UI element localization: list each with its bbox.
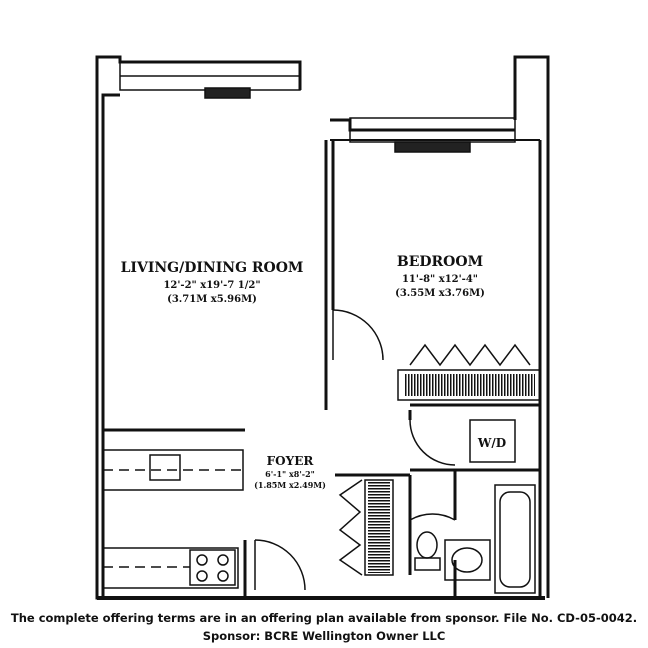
foyer-imperial: 6'-1" x8'-2" <box>265 469 315 479</box>
foyer-metric: (1.85M x2.49M) <box>254 480 326 490</box>
living-window <box>119 61 301 99</box>
wd-label: W/D <box>477 436 506 450</box>
interior-walls <box>103 139 540 598</box>
living-room-name: LIVING/DINING ROOM <box>121 260 304 276</box>
bathroom-fixtures <box>414 484 536 594</box>
offering-terms-text: The complete offering terms are in an of… <box>10 611 638 625</box>
foyer-closet <box>338 479 394 576</box>
living-room-imperial: 12'-2" x19'-7 1/2" <box>163 280 260 291</box>
bedroom-window <box>349 117 516 153</box>
exterior-walls <box>95 55 550 600</box>
doors <box>254 309 456 591</box>
room-labels: LIVING/DINING ROOM 12'-2" x19'-7 1/2" (3… <box>121 254 485 490</box>
kitchen <box>102 449 244 589</box>
bedroom-name: BEDROOM <box>397 254 483 270</box>
bedroom-metric: (3.55M x3.76M) <box>395 288 485 299</box>
bedroom-closet <box>397 343 541 401</box>
washer-dryer: W/D <box>469 419 516 463</box>
sponsor-text: Sponsor: BCRE Wellington Owner LLC <box>202 629 446 643</box>
bedroom-imperial: 11'-8" x12'-4" <box>402 274 478 285</box>
foyer-name: FOYER <box>267 454 315 468</box>
living-room-metric: (3.71M x5.96M) <box>167 294 257 305</box>
